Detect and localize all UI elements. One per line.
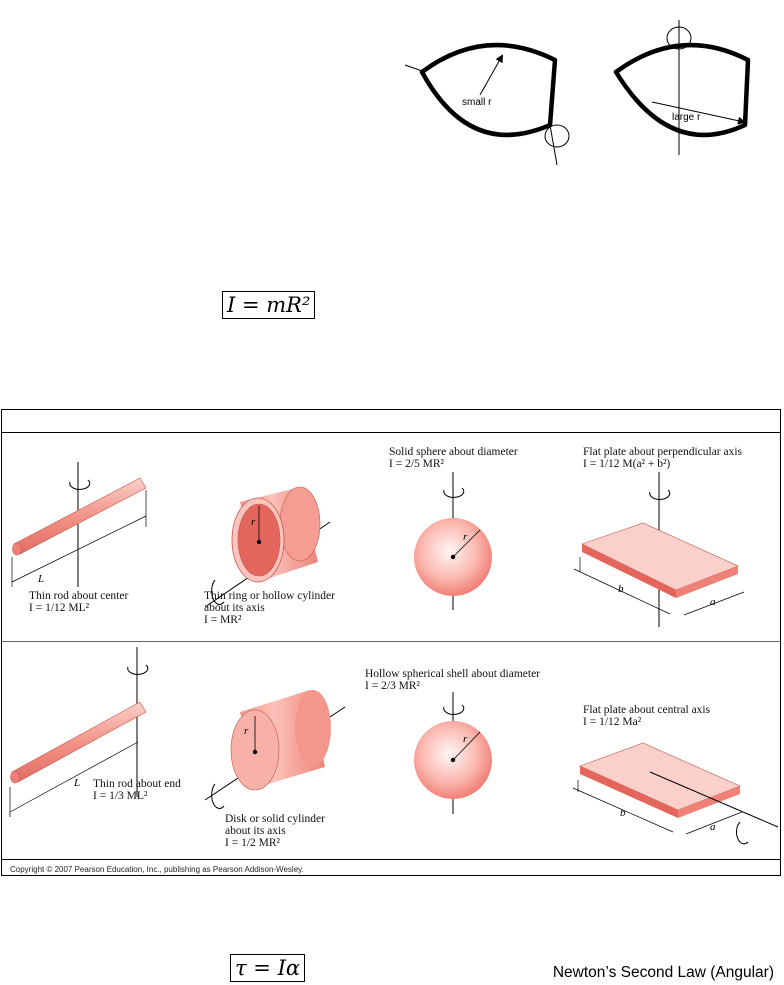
copyright-notice: Copyright © 2007 Pearson Education, Inc.… [10, 865, 304, 874]
dim-r-sphere: r [463, 531, 468, 543]
caption-formula: I = 1/12 ML² [29, 602, 90, 614]
caption-formula: I = 2/3 MR² [365, 680, 420, 692]
table-header-divider [2, 432, 780, 433]
caption-title: Flat plate about central axis [583, 704, 711, 716]
caption-title: Thin rod about center [29, 590, 129, 602]
dim-b-row2: b [620, 807, 626, 819]
caption-thin-rod-end: Thin rod about end I = 1/3 ML² [93, 778, 181, 802]
caption-formula: I = MR² [204, 614, 242, 626]
caption-solid-cylinder: Disk or solid cylinder about its axis I … [225, 813, 325, 849]
table-footer-divider [2, 859, 780, 860]
shapes-illustrations: L r r b a L r r b a [9, 462, 779, 845]
thin-rod-center-shape [11, 462, 147, 587]
dim-r-shell: r [463, 733, 468, 745]
solid-sphere-shape [414, 472, 492, 610]
small-r-lens: small r [404, 42, 570, 166]
dim-r-ring: r [251, 516, 256, 528]
table-row-divider [2, 641, 780, 642]
caption-formula: I = 1/3 ML² [93, 790, 148, 802]
large-r-label: large r [672, 112, 701, 123]
caption-hollow-cylinder: Thin ring or hollow cylinder about its a… [204, 590, 335, 626]
torque-equation: τ = Iα [230, 954, 306, 982]
caption-title: Solid sphere about diameter [389, 446, 518, 458]
caption-title: Flat plate about perpendicular axis [583, 446, 743, 458]
small-r-label: small r [462, 97, 492, 108]
caption-title: Thin rod about end [93, 778, 181, 790]
caption-solid-sphere: Solid sphere about diameter I = 2/5 MR² [389, 446, 518, 470]
hollow-sphere-shape [414, 692, 492, 814]
caption-formula: I = 1/2 MR² [225, 837, 280, 849]
caption-title-line1: Thin ring or hollow cylinder [204, 590, 335, 602]
moments-of-inertia-table [1, 409, 781, 876]
hollow-cylinder-shape [204, 486, 331, 608]
thin-rod-end-shape [9, 647, 149, 817]
caption-flat-plate-central: Flat plate about central axis I = 1/12 M… [583, 704, 710, 728]
flat-plate-central-shape [572, 742, 779, 845]
caption-title: Hollow spherical shell about diameter [365, 668, 541, 680]
caption-title-line2: about its axis [204, 602, 265, 614]
caption-formula: I = 2/5 MR² [389, 458, 444, 470]
moment-of-inertia-equation: I = mR² [222, 291, 316, 319]
caption-flat-plate-perpendicular: Flat plate about perpendicular axis I = … [583, 446, 742, 470]
caption-title-line2: about its axis [225, 825, 286, 837]
large-r-lens: large r [613, 20, 751, 155]
caption-title-line1: Disk or solid cylinder [225, 813, 325, 825]
dim-a-row1: a [710, 596, 716, 608]
caption-formula: I = 1/12 M(a² + b²) [583, 458, 671, 470]
dim-r-disk: r [244, 725, 249, 737]
caption-hollow-sphere: Hollow spherical shell about diameter I … [365, 668, 540, 692]
dim-b-row1: b [618, 583, 624, 595]
dim-a-row2: a [710, 821, 716, 833]
caption-formula: I = 1/12 Ma² [583, 716, 642, 728]
caption-thin-rod-center: Thin rod about center I = 1/12 ML² [29, 590, 128, 614]
radius-comparison-figure: small r large r [404, 20, 751, 166]
flat-plate-perpendicular-shape [573, 472, 745, 627]
dim-L-row2: L [73, 777, 80, 789]
solid-cylinder-shape [204, 690, 346, 809]
dim-L-row1: L [37, 573, 44, 585]
newtons-second-law-label: Newton’s Second Law (Angular) [552, 964, 774, 981]
